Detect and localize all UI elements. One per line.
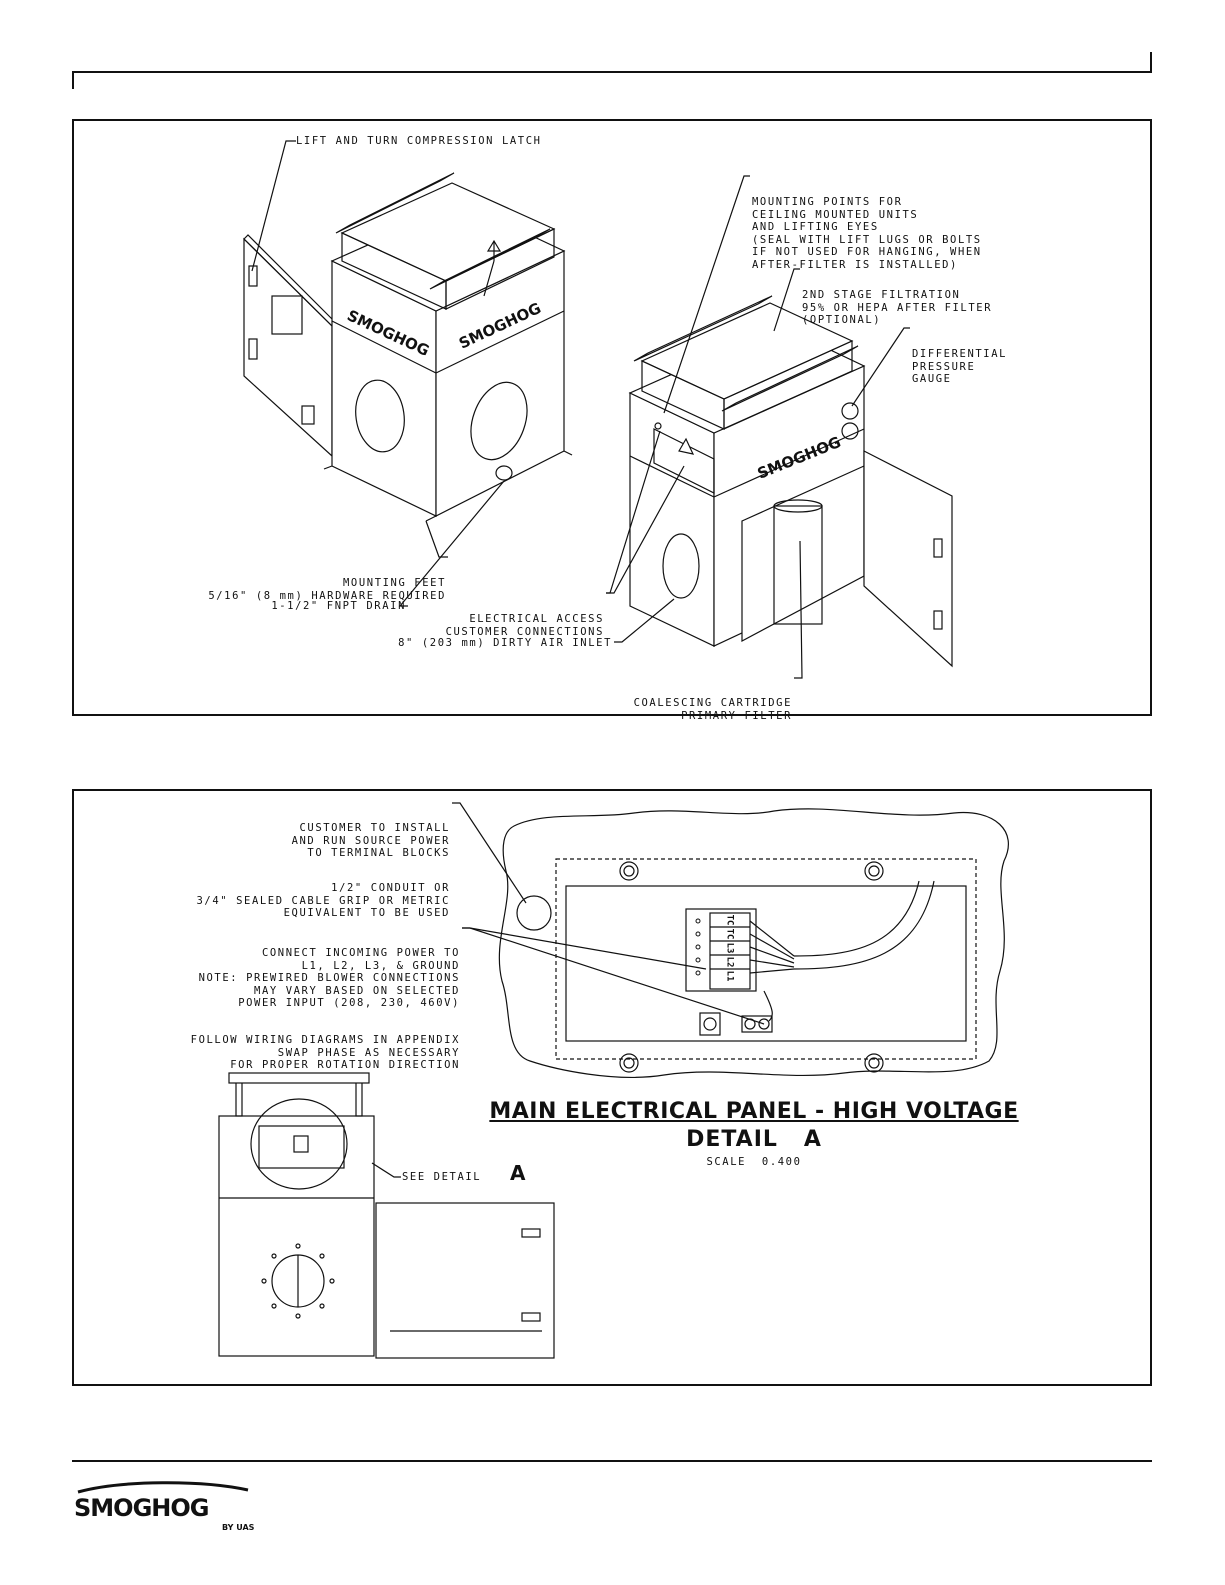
header-rule-tick-left (72, 71, 74, 89)
label-inlet: 8" (203 mm) DIRTY AIR INLET (398, 637, 612, 649)
footer-brand-sub: BY UAS (222, 1523, 255, 1532)
terminal-l3: L3 (724, 942, 735, 954)
terminal-l2: L2 (724, 956, 735, 968)
terminal-tc-2: TC (724, 928, 735, 940)
terminal-l1: L1 (724, 970, 735, 982)
header-rule-tick-right (1150, 52, 1152, 72)
footer-logo: SMOGHOG BY UAS (72, 1478, 262, 1538)
header-rule (72, 71, 1152, 73)
label-see-detail: SEE DETAIL (402, 1171, 482, 1183)
footer-brand-text: SMOGHOG (74, 1494, 208, 1522)
label-latch: LIFT AND TURN COMPRESSION LATCH (296, 135, 542, 147)
detail-title: MAIN ELECTRICAL PANEL - HIGH VOLTAGE (489, 1099, 1019, 1124)
label-drain: 1-1/2" FNPT DRAIN (271, 600, 406, 612)
figure-isometric-views: SMOGHOG SMOGHOG SMOGHOG (72, 119, 1152, 722)
footer-rule (72, 1460, 1152, 1462)
detail-scale: SCALE 0.400 (706, 1156, 802, 1168)
detail-subtitle: DETAIL A (686, 1127, 822, 1152)
label-see-detail-letter: A (510, 1161, 526, 1185)
smoghog-logo-icon: SMOGHOG BY UAS (74, 1481, 255, 1532)
isometric-drawing: SMOGHOG SMOGHOG SMOGHOG (243, 140, 953, 679)
electrical-drawing (218, 802, 1009, 1359)
terminal-tc-1: TC (724, 914, 735, 926)
